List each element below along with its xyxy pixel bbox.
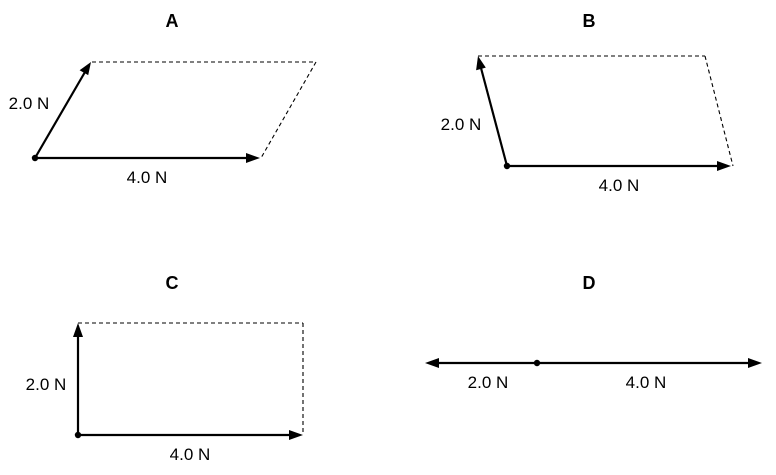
panel-label-d: D (583, 273, 596, 293)
arrowhead-4n-c (289, 430, 303, 440)
force-label-4n-b: 4.0 N (599, 176, 640, 195)
panel-label-c: C (166, 273, 179, 293)
force-label-2n-a: 2.0 N (9, 94, 50, 113)
arrowhead-2n-d (425, 358, 439, 368)
parallelogram-right-dashed-a (260, 61, 317, 159)
panel-c: C 2.0 N 4.0 N (26, 273, 304, 464)
force-label-2n-b: 2.0 N (441, 115, 482, 134)
panel-label-a: A (166, 11, 179, 31)
force-label-2n-c: 2.0 N (26, 375, 67, 394)
force-label-4n-a: 4.0 N (127, 168, 168, 187)
arrowhead-4n-b (717, 161, 731, 171)
force-label-4n-d: 4.0 N (626, 373, 667, 392)
force-label-2n-d: 2.0 N (468, 373, 509, 392)
arrowhead-2n-b (476, 56, 486, 71)
vector-2n-b (479, 67, 509, 167)
origin-dot-b (503, 162, 511, 170)
force-label-4n-c: 4.0 N (170, 445, 211, 464)
panel-a: A 2.0 N 4.0 N (9, 11, 317, 187)
arrowhead-2n-a (79, 62, 91, 76)
panel-d: D 2.0 N 4.0 N (425, 273, 762, 392)
origin-dot-d (533, 359, 541, 367)
arrowhead-2n-c (73, 323, 83, 337)
arrowhead-4n-d (748, 358, 762, 368)
origin-dot-a (31, 154, 39, 162)
arrowhead-4n-a (246, 153, 260, 163)
origin-dot-c (74, 431, 82, 439)
vector-2n-a (34, 71, 86, 159)
panel-label-b: B (583, 11, 596, 31)
parallelogram-right-dashed-b (704, 55, 734, 167)
panel-b: B 2.0 N 4.0 N (441, 11, 734, 195)
